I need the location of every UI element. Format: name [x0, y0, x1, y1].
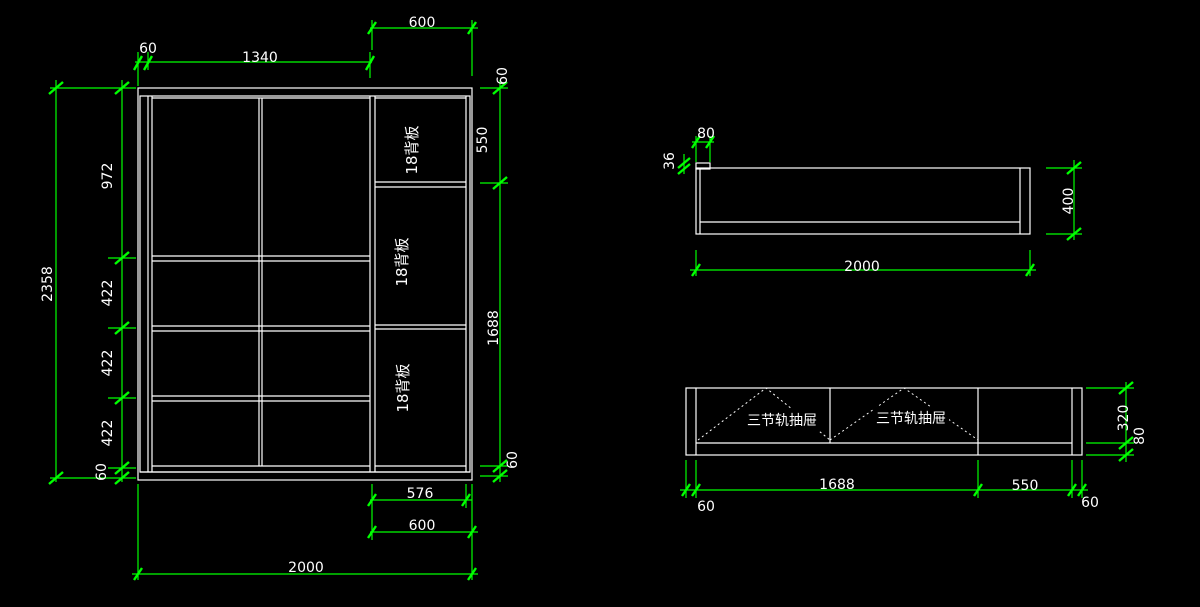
dim-left-422: 422 [100, 280, 116, 307]
dim-drawer-60-left: 60 [697, 499, 715, 515]
top-view-dimensions: 80 36 400 2000 [662, 126, 1082, 277]
dim-right-1688: 1688 [486, 310, 502, 346]
top-view-body [695, 167, 1031, 235]
dim-left-972: 972 [100, 163, 116, 190]
drawer-label: 三节轨抽屉 [747, 413, 817, 429]
dim-top-1340: 1340 [242, 50, 278, 66]
drawer-body [685, 387, 1083, 456]
dim-right-top-60: 60 [495, 67, 511, 85]
dim-left-2358: 2358 [40, 266, 56, 302]
drawer-label: 三节轨抽屉 [876, 411, 946, 427]
dim-drawer-550: 550 [1012, 478, 1039, 494]
dim-drawer-1688: 1688 [819, 477, 855, 493]
dim-top-400: 400 [1061, 188, 1077, 215]
cabinet-outer-frame [137, 87, 473, 481]
drawer-opening-indicator [829, 387, 979, 441]
drawer-view: 三节轨抽屉 三节轨抽屉 [685, 387, 1083, 456]
back-panel-label: 18背板 [394, 363, 412, 412]
dim-bottom-576: 576 [407, 486, 434, 502]
dim-drawer-320: 320 [1116, 405, 1132, 432]
dim-drawer-80: 80 [1132, 427, 1148, 445]
dim-right-bottom-60: 60 [505, 451, 521, 469]
drawer-view-dimensions: 320 80 1688 550 60 60 [680, 381, 1148, 515]
dim-top-left-60: 60 [139, 41, 157, 57]
dim-bottom-600: 600 [409, 518, 436, 534]
dim-drawer-60-right: 60 [1081, 495, 1099, 511]
dim-left-422: 422 [100, 350, 116, 377]
front-view: 18背板 18背板 18背板 [137, 87, 473, 481]
back-panel-label: 18背板 [403, 125, 421, 174]
back-panel-label: 18背板 [393, 237, 411, 286]
dim-top-80: 80 [697, 126, 715, 142]
dim-top-600: 600 [409, 15, 436, 31]
dim-left-bottom-60: 60 [94, 463, 110, 481]
dim-bottom-2000: 2000 [288, 560, 324, 576]
dim-left-422: 422 [100, 420, 116, 447]
top-view [695, 162, 1031, 235]
front-view-dimensions: 60 1340 600 60 550 1688 60 2358 [40, 15, 521, 581]
dim-top-36: 36 [662, 152, 678, 170]
top-view-lip [695, 162, 711, 170]
dim-right-550: 550 [475, 127, 491, 154]
dim-top-2000: 2000 [844, 259, 880, 275]
